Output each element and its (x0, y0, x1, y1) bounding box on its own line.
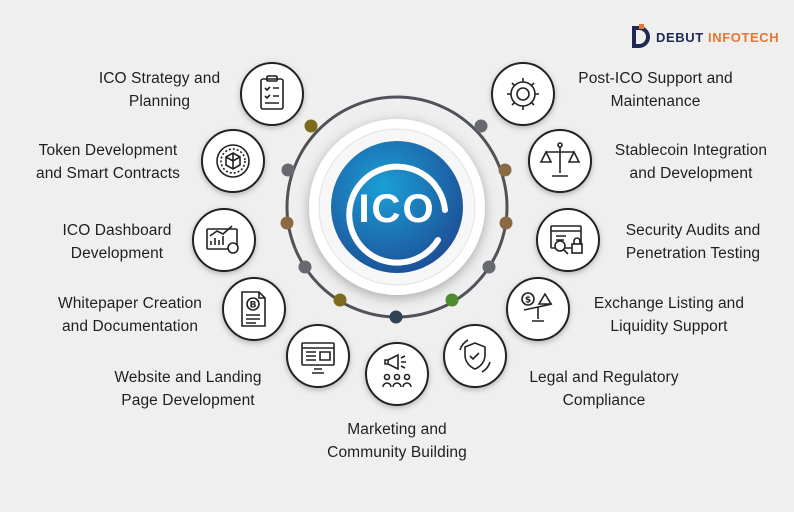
token-coin-icon (216, 144, 250, 178)
label-line: Community Building (327, 444, 467, 461)
label-ico-dashboard: ICO Dashboard Development (42, 219, 192, 265)
dashboard-chart-icon (206, 225, 239, 254)
label-line: Website and Landing (114, 369, 262, 386)
ico-badge-arc (346, 163, 448, 266)
label-ico-strategy: ICO Strategy and Planning (77, 67, 242, 113)
label-line: Stablecoin Integration (614, 142, 768, 159)
label-marketing: Marketing and Community Building (310, 418, 484, 464)
svg-text:$: $ (525, 296, 531, 306)
website-monitor-icon (301, 342, 335, 374)
label-line: Exchange Listing and (593, 295, 745, 312)
ring-dot (445, 293, 459, 307)
ring-dot (304, 119, 318, 133)
clipboard-checklist-icon (260, 75, 284, 110)
ring-dot (333, 293, 347, 307)
bitcoin-document-icon (241, 291, 266, 327)
brand-word-debut: DEBUT (656, 29, 704, 45)
security-audit-icon (550, 225, 583, 255)
label-security: Security Audits and Penetration Testing (608, 219, 778, 265)
ring-dot (389, 310, 403, 324)
label-whitepaper: Whitepaper Creation and Documentation (40, 292, 220, 338)
icon-node-marketing (365, 342, 429, 406)
icon-node-token (201, 129, 265, 193)
ico-badge (331, 141, 463, 273)
label-line: ICO Dashboard (62, 222, 172, 239)
label-line: Legal and Regulatory (529, 369, 679, 386)
icon-node-post-ico (491, 62, 555, 126)
label-line: Maintenance (610, 93, 701, 110)
megaphone-community-icon (382, 353, 412, 388)
label-token-development: Token Development and Smart Contracts (20, 139, 196, 185)
label-line: and Documentation (61, 318, 199, 335)
label-legal: Legal and Regulatory Compliance (514, 366, 694, 412)
label-line: Development (70, 245, 164, 262)
label-line: Security Audits and (625, 222, 761, 239)
icon-node-exchange: $ (506, 277, 570, 341)
exchange-scale-icon (521, 292, 553, 322)
label-line: and Development (629, 165, 753, 182)
label-line: Token Development (38, 142, 178, 159)
icon-node-whitepaper: B (222, 277, 286, 341)
label-line: Compliance (562, 392, 646, 409)
label-line: Post-ICO Support and (578, 70, 733, 87)
ico-badge-text: ICO (358, 187, 435, 231)
icon-node-website (286, 324, 350, 388)
label-line: Marketing and (347, 421, 447, 438)
stablecoin-balance-icon (539, 142, 581, 177)
brand-logo: DEBUT INFOTECH (630, 24, 779, 50)
label-exchange: Exchange Listing and Liquidity Support (578, 292, 760, 338)
ring-dot (474, 119, 488, 133)
brand-word-infotech: INFOTECH (708, 29, 780, 45)
debut-logo-icon (632, 24, 650, 48)
ring-dot (482, 260, 496, 274)
ring-dots (280, 119, 513, 324)
label-website: Website and Landing Page Development (97, 366, 279, 412)
icon-node-dashboard (192, 208, 256, 272)
icon-node-security (536, 208, 600, 272)
label-line: and Smart Contracts (35, 165, 181, 182)
label-line: ICO Strategy and (98, 70, 221, 87)
label-line: Penetration Testing (625, 245, 761, 262)
label-line: Page Development (121, 392, 255, 409)
ring-dot (280, 216, 294, 230)
label-line: Liquidity Support (610, 318, 728, 335)
icon-node-strategy (240, 62, 304, 126)
label-post-ico: Post-ICO Support and Maintenance (563, 67, 748, 113)
label-line: Whitepaper Creation (57, 295, 203, 312)
shield-check-icon (459, 339, 491, 373)
icon-node-stablecoin (528, 129, 592, 193)
ring-dot (281, 163, 295, 177)
ring-dot (298, 260, 312, 274)
support-gear-icon (507, 78, 539, 110)
svg-text:B: B (250, 301, 257, 311)
icon-node-legal (443, 324, 507, 388)
label-line: Planning (128, 93, 191, 110)
label-stablecoin: Stablecoin Integration and Development (596, 139, 786, 185)
brand-name: DEBUT INFOTECH (656, 30, 779, 45)
ring-dot (498, 163, 512, 177)
ring-dot (499, 216, 513, 230)
